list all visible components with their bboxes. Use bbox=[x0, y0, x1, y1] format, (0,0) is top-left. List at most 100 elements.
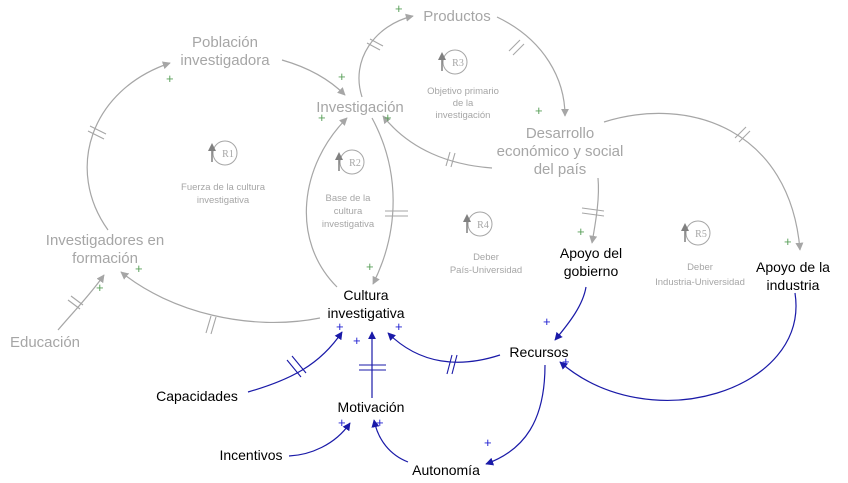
loop-id: R4 bbox=[477, 220, 489, 231]
loop-circle bbox=[212, 140, 238, 166]
loop-arrow-icon bbox=[463, 214, 471, 222]
delay-mark bbox=[450, 152, 456, 168]
link-investigacion-cultura bbox=[371, 117, 394, 285]
node-label: investigativa bbox=[327, 305, 404, 321]
loop-id: R1 bbox=[222, 149, 234, 160]
delay-mark bbox=[508, 39, 521, 52]
link-cultura-investigacion bbox=[305, 117, 348, 288]
delay-mark bbox=[445, 151, 451, 167]
loop-description: Deber bbox=[687, 262, 713, 273]
loop-description: País-Universidad bbox=[450, 265, 522, 276]
polarity-sign: + bbox=[562, 354, 570, 369]
polarity-sign: + bbox=[384, 110, 392, 125]
loop-circle bbox=[685, 220, 711, 246]
loop-r3: R3 Objetivo primario de la investigación bbox=[427, 49, 499, 121]
polarity-sign: + bbox=[376, 415, 384, 430]
polarity-sign: + bbox=[395, 1, 403, 16]
polarity-sign: + bbox=[535, 103, 543, 118]
delay-mark bbox=[446, 354, 453, 375]
polarity-sign: + bbox=[338, 69, 346, 84]
link-incentivos-motivacion bbox=[288, 422, 351, 457]
node-label: Cultura bbox=[343, 287, 388, 303]
link-cultura-investigadores bbox=[120, 271, 321, 324]
loop-id: R2 bbox=[349, 158, 361, 169]
loop-r5: R5 Deber Industria-Universidad bbox=[655, 220, 745, 288]
link-educacion-investigadores bbox=[57, 274, 105, 331]
link-desarrollo-industria bbox=[603, 112, 804, 251]
link-industria-recursos bbox=[559, 292, 797, 401]
node-label: Incentivos bbox=[219, 447, 282, 463]
node-label: gobierno bbox=[564, 263, 619, 279]
polarity-sign: + bbox=[366, 259, 374, 274]
delay-mark bbox=[366, 42, 381, 51]
delay-mark bbox=[205, 315, 212, 334]
polarity-signs-blue: + + + + + + + + bbox=[336, 314, 570, 450]
delay-mark bbox=[512, 43, 525, 56]
loop-r2: R2 Base de la cultura investigativa bbox=[322, 149, 375, 230]
loop-description: investigación bbox=[436, 110, 491, 121]
node-incentivos: Incentivos bbox=[219, 447, 282, 463]
link-investigadores-poblacion bbox=[86, 61, 171, 231]
loop-description: Fuerza de la cultura bbox=[181, 182, 266, 193]
delay-mark bbox=[286, 359, 302, 378]
polarity-sign: + bbox=[484, 435, 492, 450]
loop-arrow-icon bbox=[681, 223, 689, 231]
link-poblacion-investigacion bbox=[281, 59, 346, 96]
link-capacidades-cultura bbox=[247, 331, 343, 393]
blue-links bbox=[247, 286, 797, 466]
delay-mark bbox=[581, 212, 605, 217]
link-productos-desarrollo bbox=[496, 16, 569, 117]
node-label: Educación bbox=[10, 334, 80, 351]
node-label: Investigadores en bbox=[46, 232, 164, 249]
link-investigacion-productos bbox=[358, 13, 414, 98]
delay-mark bbox=[738, 130, 751, 143]
delay-mark bbox=[70, 295, 84, 306]
node-apoyo-industria: Apoyo de la industria bbox=[756, 259, 830, 293]
loop-description: Deber bbox=[473, 252, 499, 263]
loop-id: R5 bbox=[695, 229, 707, 240]
node-label: Capacidades bbox=[156, 388, 238, 404]
loop-circle bbox=[442, 49, 468, 75]
node-label: investigadora bbox=[180, 52, 270, 69]
link-autonomia-motivacion bbox=[371, 419, 409, 463]
link-recursos-autonomia bbox=[485, 364, 546, 466]
delay-mark bbox=[369, 38, 384, 47]
delay-mark bbox=[87, 130, 105, 140]
loop-description: de la bbox=[453, 98, 474, 109]
polarity-sign: + bbox=[353, 333, 361, 348]
node-label: Recursos bbox=[509, 344, 568, 360]
delay-mark bbox=[291, 355, 307, 374]
node-productos: Productos bbox=[423, 8, 491, 25]
polarity-sign: + bbox=[318, 110, 326, 125]
loop-arrow-icon bbox=[208, 143, 216, 151]
delay-mark bbox=[451, 354, 458, 375]
loop-description: cultura bbox=[334, 206, 363, 217]
loop-arrow-icon bbox=[438, 52, 446, 60]
loop-description: Objetivo primario bbox=[427, 86, 499, 97]
loop-id: R3 bbox=[452, 58, 464, 69]
link-recursos-cultura bbox=[387, 332, 501, 363]
loop-r4: R4 Deber País-Universidad bbox=[450, 211, 522, 276]
polarity-sign: + bbox=[135, 261, 143, 276]
node-recursos: Recursos bbox=[509, 344, 568, 360]
loop-arrow-icon bbox=[335, 152, 343, 160]
node-label: Apoyo de la bbox=[756, 259, 830, 275]
gray-links bbox=[57, 13, 804, 335]
loop-description: investigativa bbox=[197, 195, 250, 206]
node-label: Desarrollo bbox=[526, 125, 594, 142]
loop-circle bbox=[467, 211, 493, 237]
node-label: Población bbox=[192, 34, 258, 51]
node-label: formación bbox=[72, 250, 138, 267]
loop-circle bbox=[339, 149, 365, 175]
delay-mark bbox=[210, 316, 217, 335]
polarity-sign: + bbox=[96, 280, 104, 295]
link-desarrollo-gobierno bbox=[589, 177, 600, 244]
node-autonomia: Autonomía bbox=[412, 462, 480, 478]
loop-description: Base de la bbox=[326, 193, 372, 204]
loop-description: investigativa bbox=[322, 219, 375, 230]
polarity-sign: + bbox=[336, 319, 344, 334]
node-label: del país bbox=[534, 161, 587, 178]
node-apoyo-gobierno: Apoyo del gobierno bbox=[560, 245, 622, 279]
node-label: Apoyo del bbox=[560, 245, 622, 261]
